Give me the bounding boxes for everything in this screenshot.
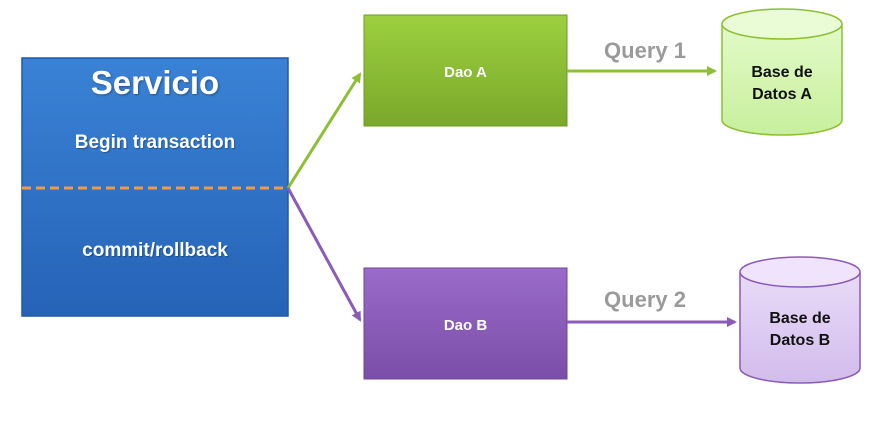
database-a-cylinder [721,8,843,136]
database-b-cylinder [739,256,861,384]
arrow-servicio-to-dao-b [286,187,362,322]
arrow-servicio-to-dao-a [286,72,362,189]
dao-b-box [363,267,568,380]
dao-a-box [363,14,568,127]
